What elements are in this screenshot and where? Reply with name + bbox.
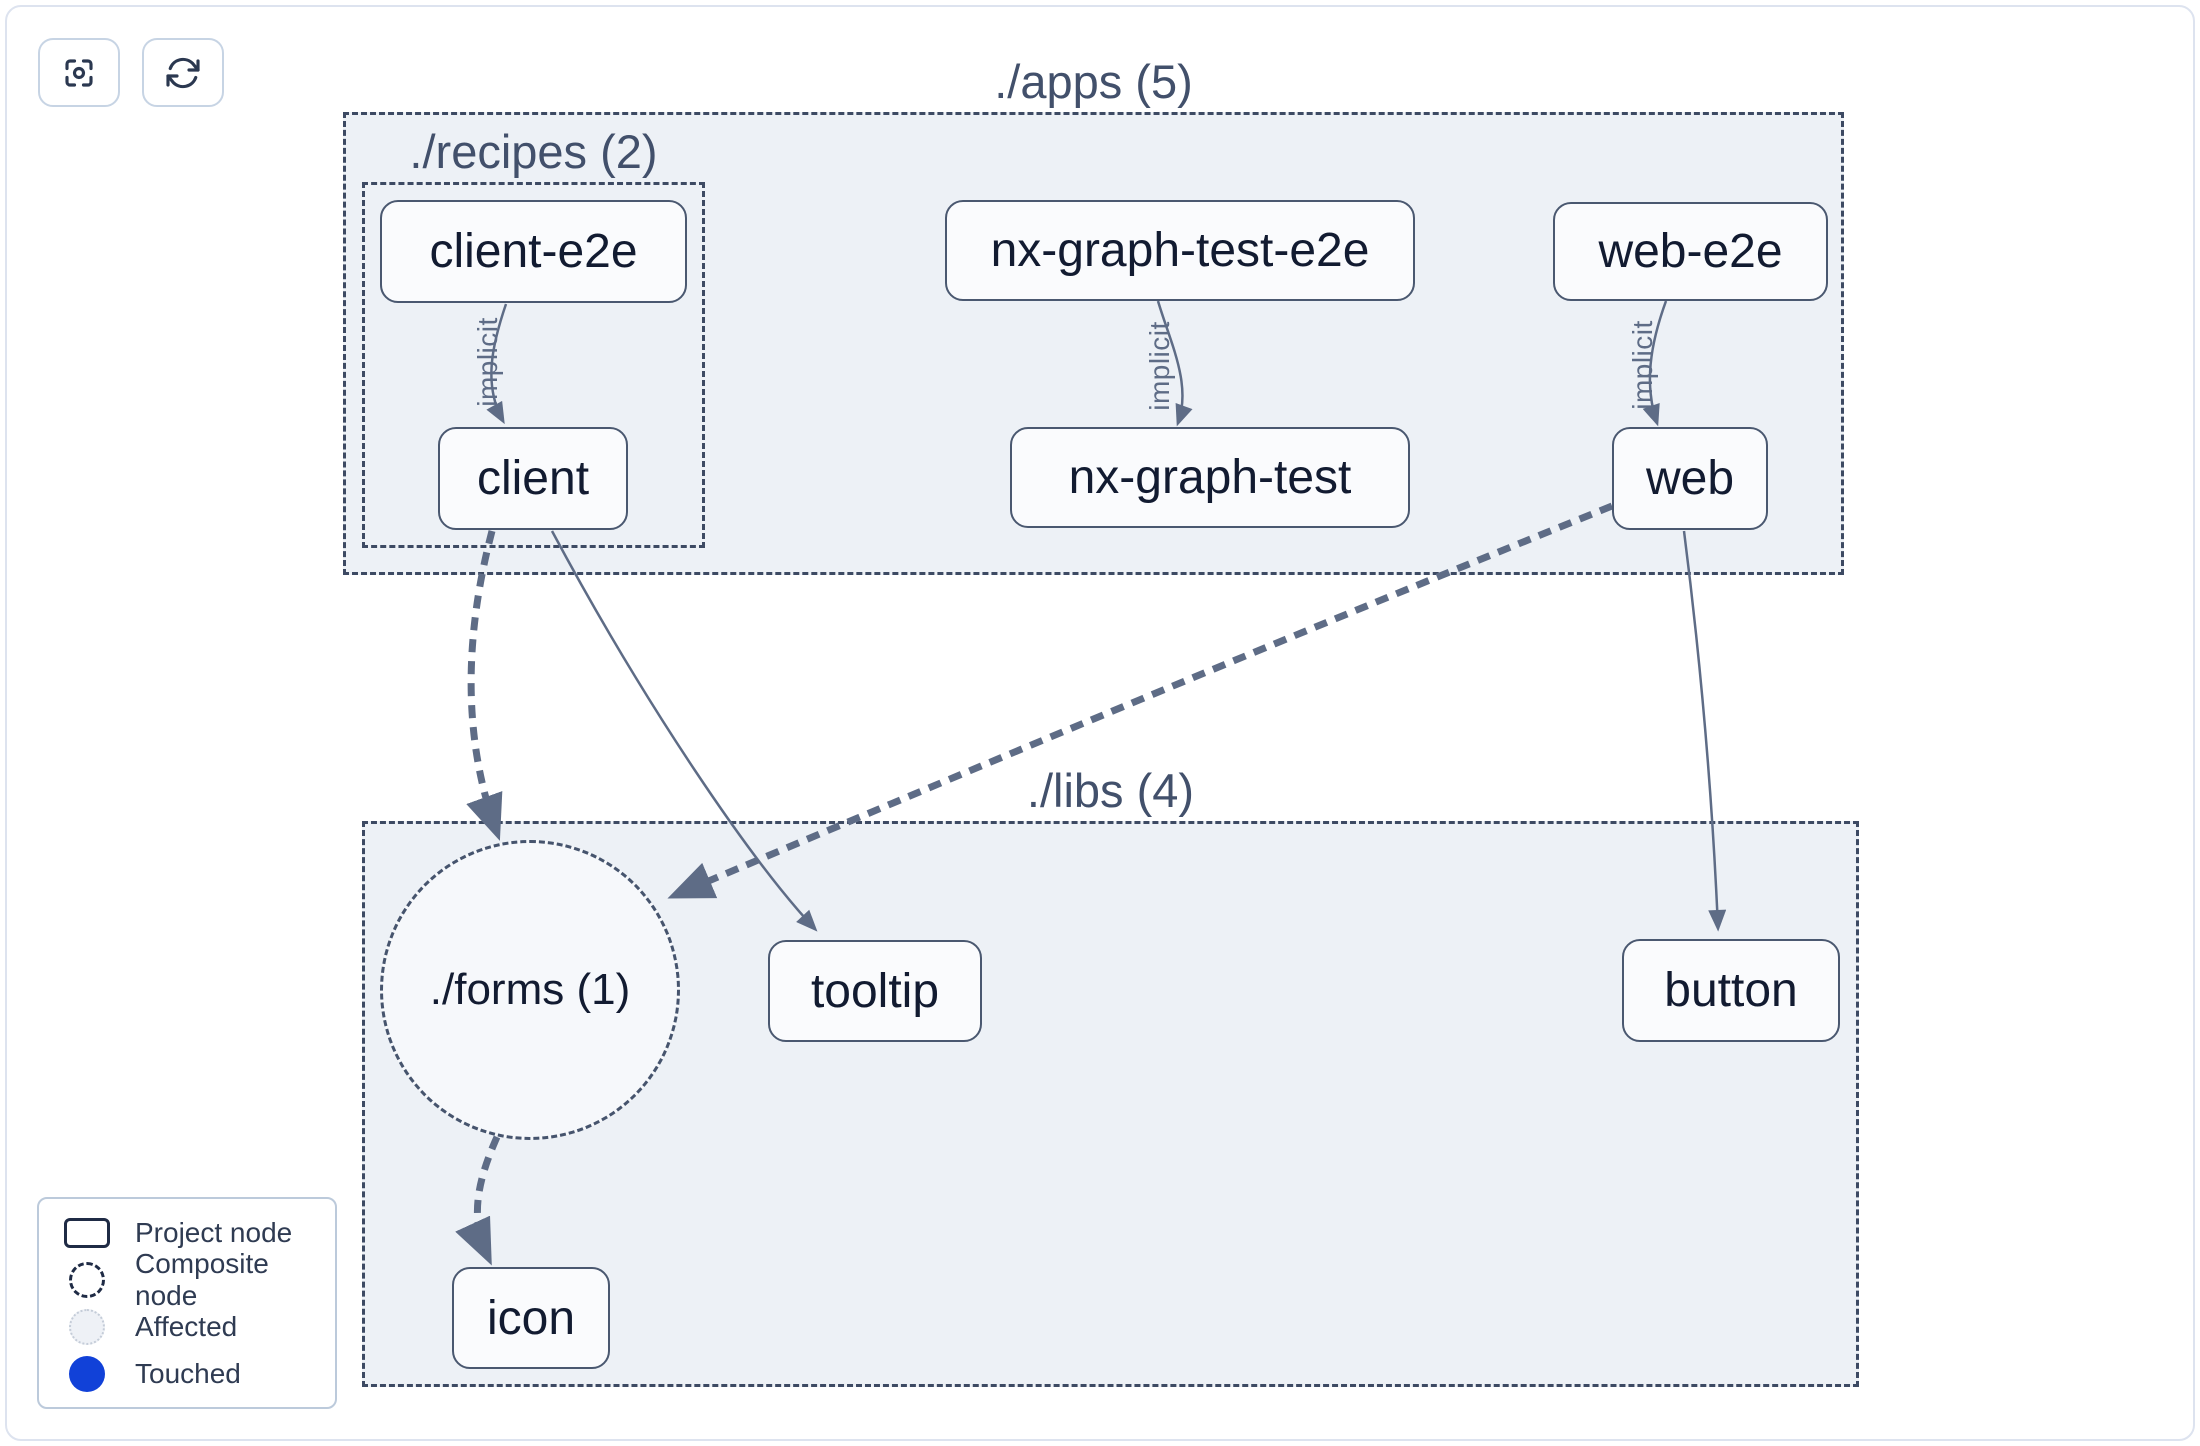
node-label: nx-graph-test — [1068, 451, 1352, 504]
node-nx-graph-test-e2e[interactable]: nx-graph-test-e2e — [945, 200, 1415, 301]
node-label: web — [1645, 452, 1735, 505]
node-web-e2e[interactable]: web-e2e — [1553, 202, 1828, 301]
legend-item-project-node: Project node — [39, 1211, 335, 1255]
edge-label-implicit: implicit — [1144, 321, 1175, 411]
node-nx-graph-test[interactable]: nx-graph-test — [1010, 427, 1410, 528]
focus-corner-br — [81, 75, 93, 87]
legend-label: Project node — [135, 1216, 293, 1248]
legend-label: Composite node — [135, 1247, 269, 1311]
node-label: client — [476, 452, 590, 505]
node-web[interactable]: web — [1612, 427, 1768, 530]
node-button[interactable]: button — [1622, 939, 1840, 1042]
touched-symbol — [39, 1355, 135, 1392]
container-libs-title: ./libs (4) — [1026, 764, 1195, 817]
container-apps-title: ./apps (5) — [994, 55, 1193, 108]
node-icon[interactable]: icon — [452, 1267, 610, 1369]
legend: Project node Composite node Affected Tou… — [37, 1197, 337, 1409]
affected-symbol — [39, 1308, 135, 1345]
focus-corner-tl — [65, 58, 77, 70]
legend-item-touched: Touched — [39, 1352, 335, 1396]
node-tooltip[interactable]: tooltip — [768, 940, 982, 1042]
legend-label: Touched — [135, 1357, 241, 1389]
graph-toolbar — [38, 38, 224, 107]
edge-label-implicit: implicit — [1627, 320, 1658, 410]
project-rect-icon — [64, 1217, 110, 1248]
container-recipes-title: ./recipes (2) — [409, 125, 658, 178]
legend-item-affected: Affected — [39, 1305, 335, 1349]
node-client-e2e[interactable]: client-e2e — [380, 200, 687, 303]
node-label: icon — [486, 1291, 576, 1345]
focus-corner-bl — [65, 75, 77, 87]
refresh-icon — [166, 57, 200, 88]
composite-node-forms[interactable]: ./forms (1) — [380, 840, 680, 1140]
refresh-arcs — [166, 57, 200, 88]
container-recipes — [362, 182, 705, 548]
node-label: client-e2e — [429, 225, 638, 278]
affected-circle-icon — [69, 1308, 105, 1345]
node-label: web-e2e — [1598, 225, 1783, 278]
dashed-circle-icon — [69, 1261, 105, 1298]
node-client[interactable]: client — [438, 427, 628, 530]
node-label: tooltip — [810, 964, 940, 1018]
focus-center-dot — [72, 66, 86, 79]
focus-corner-tr — [81, 58, 93, 70]
node-label: button — [1664, 964, 1798, 1017]
project-node-symbol — [39, 1217, 135, 1248]
legend-label: Affected — [135, 1310, 238, 1342]
crosshair-focus-icon — [65, 58, 93, 87]
focus-button[interactable] — [38, 38, 120, 107]
node-label: nx-graph-test-e2e — [990, 224, 1370, 277]
legend-item-composite-node: Composite node — [39, 1248, 335, 1311]
composite-node-label: ./forms (1) — [429, 965, 631, 1014]
composite-node-symbol — [39, 1261, 135, 1298]
touched-circle-icon — [69, 1355, 105, 1392]
refresh-button[interactable] — [142, 38, 224, 107]
edge-label-implicit: implicit — [472, 317, 503, 407]
